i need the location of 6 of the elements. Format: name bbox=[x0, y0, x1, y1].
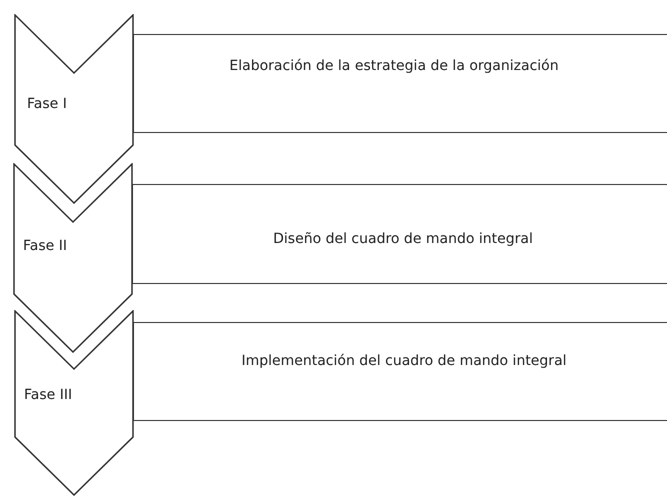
phase-label: Fase I bbox=[27, 95, 67, 114]
description-text: Elaboración de la estrategia de la organización bbox=[228, 57, 560, 76]
description-text: Implementación del cuadro de mando integral bbox=[240, 352, 568, 371]
phase-label: Fase III bbox=[24, 386, 72, 405]
description-text: Diseño del cuadro de mando integral bbox=[272, 230, 534, 249]
phase-label: Fase II bbox=[23, 237, 67, 256]
